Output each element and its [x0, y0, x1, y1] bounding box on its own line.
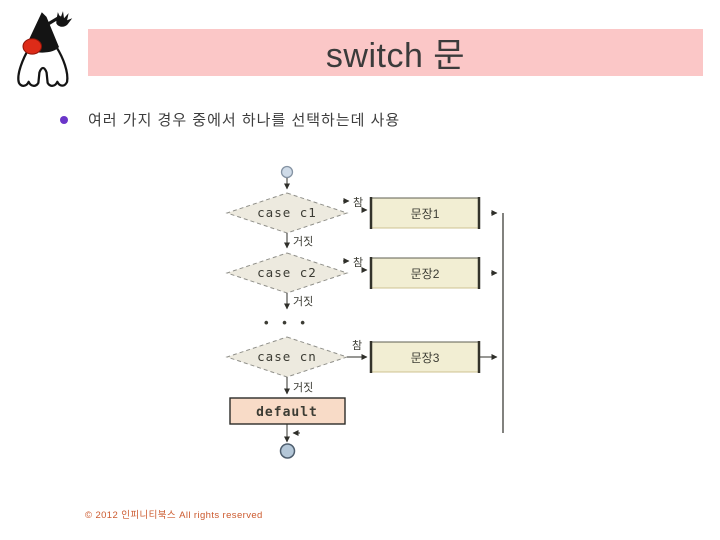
action-label: 문장1 — [411, 207, 440, 221]
decision-label: case cn — [257, 349, 317, 364]
true-label: 참 — [353, 196, 363, 209]
default-box — [229, 397, 346, 425]
ellipsis: • • • — [264, 315, 310, 330]
bullet-item: 여러 가지 경우 중에서 하나를 선택하는데 사용 — [60, 109, 400, 130]
mascot-body — [17, 45, 69, 87]
action-label: 문장3 — [411, 351, 440, 365]
mascot-hand — [56, 11, 73, 27]
switch-flowchart: case c1 참 문장1 거짓 case c2 참 문장2 거짓 • • • … — [225, 165, 504, 459]
start-terminal — [280, 165, 294, 179]
bullet-icon — [60, 115, 68, 124]
title-banner: switch 문 — [88, 29, 703, 76]
false-label: 거짓 — [293, 381, 313, 394]
action-box-3 — [370, 342, 480, 372]
true-label: 참 — [353, 256, 363, 269]
copyright-text: © 2012 인피니티북스 All rights reserved — [85, 510, 263, 521]
false-label: 거짓 — [293, 235, 313, 248]
action-box-2 — [370, 258, 480, 288]
action-label: 문장2 — [411, 267, 440, 281]
true-label: 참 — [352, 339, 362, 352]
default-label: default — [256, 405, 318, 420]
bullet-text: 여러 가지 경우 중에서 하나를 선택하는데 사용 — [88, 112, 401, 129]
decision-label: case c2 — [257, 265, 317, 280]
false-label: 거짓 — [293, 295, 313, 308]
decision-label: case c1 — [257, 205, 317, 220]
end-terminal — [279, 443, 296, 459]
java-duke-mascot-icon — [17, 11, 73, 87]
mascot-nose — [22, 38, 42, 55]
page-title: switch 문 — [325, 37, 466, 75]
action-box-1 — [370, 198, 480, 228]
